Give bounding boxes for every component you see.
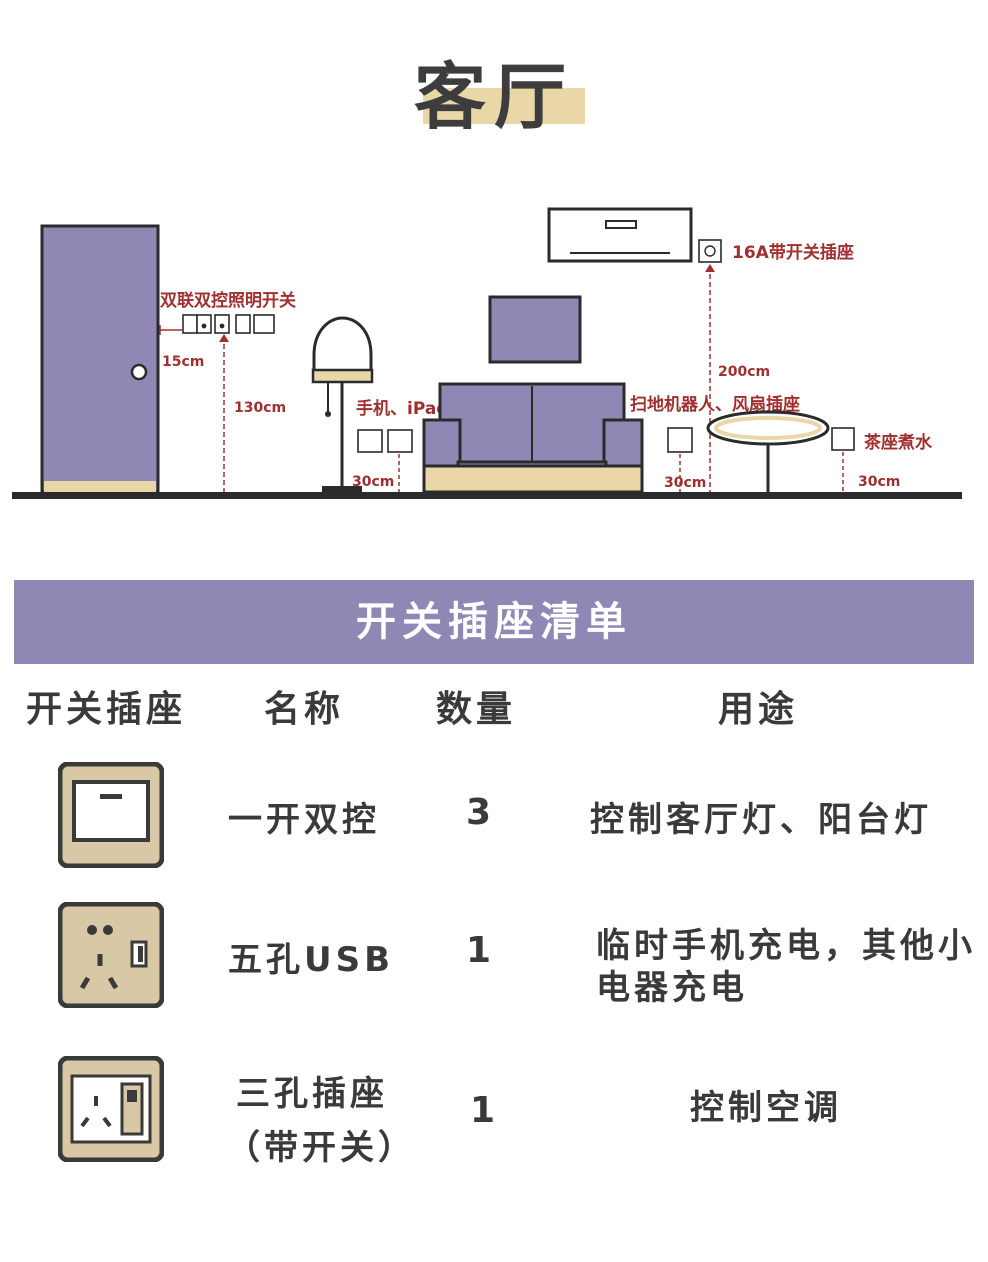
dim-30cm-c: 30cm [858,474,900,490]
dim-130cm: 130cm [234,400,286,416]
five-hole-usb-socket-icon [58,902,164,1008]
tea-outlet-label: 茶座煮水 [864,432,933,453]
living-room-elevation-diagram: 双联双控照明开关 15cm 130cm 手机、iPad、台灯电源 30cm [12,207,962,499]
sofa-side-outlets [357,429,413,453]
dim-15cm: 15cm [162,354,204,370]
dim-30cm-a: 30cm [352,474,394,490]
tea-outlet-icon [831,427,855,451]
one-gang-switch-icon [58,762,164,868]
row1-usage: 控制客厅灯、阳台灯 [590,800,932,840]
list-banner-title: 开关插座清单 [356,599,632,645]
header-switch-socket: 开关插座 [26,689,187,730]
dim-200cm: 200cm [718,364,770,380]
round-table-illustration [706,410,830,492]
double-switch-label: 双联双控照明开关 [160,290,296,311]
ac-socket-label: 16A带开关插座 [732,242,854,263]
page-title: 客厅 [413,55,574,139]
row3-usage: 控制空调 [690,1088,842,1128]
sweeper-outlets-label: 扫地机器人、风扇插座 [630,394,800,415]
row2-name: 五孔USB [228,940,395,980]
list-banner: 开关插座清单 [14,580,974,664]
door-illustration [40,224,160,494]
header-name: 名称 [264,689,345,730]
title-highlight [423,88,585,124]
row1-qty: 3 [466,792,492,833]
header-usage: 用途 [718,689,799,730]
sofa-illustration [422,382,644,494]
row3-qty: 1 [470,1090,496,1131]
air-conditioner-illustration [547,207,693,263]
floor-line [12,492,962,499]
row1-name: 一开双控 [228,800,380,840]
double-switch-panel [182,314,275,334]
floor-lamp-illustration [311,316,374,492]
row3-name-line1: 三孔插座 [236,1074,388,1114]
row2-qty: 1 [466,930,492,971]
dim-30cm-b: 30cm [664,475,706,491]
row3-name-line2: （带开关） [226,1128,416,1168]
row2-usage-line2: 电器充电 [596,968,748,1008]
header-quantity: 数量 [436,689,517,730]
ac-socket-icon [698,239,722,263]
three-hole-switched-socket-icon [58,1056,164,1162]
sweeper-outlet-icon [667,427,693,453]
title-area: 客厅 [0,38,988,139]
wall-picture-illustration [488,295,582,364]
row2-usage-line1: 临时手机充电，其他小 [596,926,976,966]
